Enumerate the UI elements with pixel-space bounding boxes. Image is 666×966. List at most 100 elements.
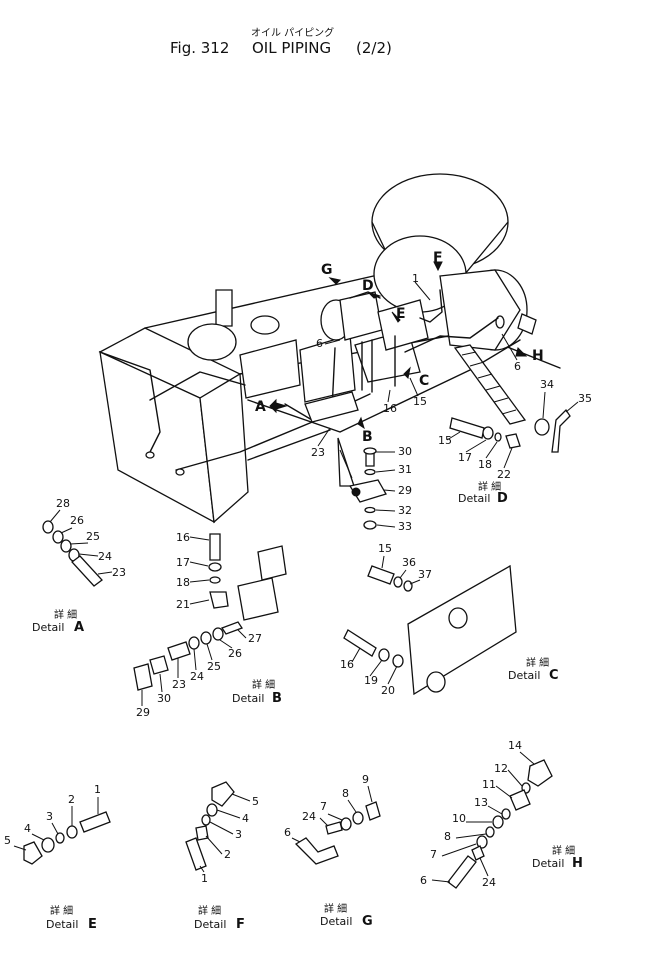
- view-letter-d: D: [362, 278, 374, 294]
- detail-b-part-17: 17: [176, 556, 190, 569]
- detail-h-part-11: 11: [482, 778, 496, 791]
- detail-g-part-7: 7: [320, 800, 327, 813]
- c-part-20: [392, 654, 404, 668]
- pipe-front-upper: [149, 371, 246, 401]
- detail-b-leaders: [141, 536, 247, 706]
- air-cleaner-cap: [250, 315, 280, 335]
- support-leg-hatch: [339, 449, 353, 479]
- washer-32: [364, 506, 376, 514]
- clamp-29-hole: [351, 487, 361, 497]
- a-part-26: [52, 530, 64, 544]
- h-part-14-elbow: [527, 759, 553, 787]
- pipe-end-2: [175, 468, 185, 476]
- view-letter-g: G: [321, 262, 333, 278]
- detail-b-part-24: 24: [190, 670, 204, 683]
- h-part-8: [485, 826, 495, 838]
- f-part-1-tube: [185, 837, 207, 871]
- detail-c: 15 36 37 16 19 20 詳 細 Detail C: [340, 542, 559, 697]
- sleeve-17: [482, 426, 494, 440]
- detail-d-part-22: 22: [497, 468, 511, 481]
- c-part-19: [378, 648, 390, 662]
- detail-d-leaders-b: [446, 391, 579, 469]
- view-arrow-c: [403, 366, 411, 380]
- nut-33: [363, 520, 377, 530]
- h-part-6-tube: [447, 855, 477, 889]
- detail-a-part-24: 24: [98, 550, 112, 563]
- detail-d-part-17: 17: [458, 451, 472, 464]
- detail-e-jp: 詳 細: [50, 904, 73, 917]
- detail-d-part-35: 35: [578, 392, 592, 405]
- main-leader-lines: [317, 281, 518, 447]
- main-part-16: 16: [383, 402, 397, 415]
- view-arrow-a: [269, 398, 288, 414]
- detail-h-leaders: [431, 751, 535, 883]
- b-part-26: [212, 627, 224, 641]
- main-assembly-view: A B C D E F G H 1 6 6 23 16 15: [98, 173, 561, 524]
- detail-h-part-13: 13: [474, 796, 488, 809]
- detail-g-jp: 詳 細: [324, 902, 347, 915]
- cap-34: [534, 418, 550, 436]
- h-part-11: [509, 789, 531, 811]
- detail-c-part-37: 37: [418, 568, 432, 581]
- detail-h-part-14: 14: [508, 739, 522, 752]
- h-part-13: [501, 808, 511, 820]
- detail-a-letter: A: [74, 620, 84, 635]
- detail-e-part-3: 3: [46, 810, 53, 823]
- strap-35: [551, 408, 571, 453]
- tank-port: [495, 315, 505, 329]
- detail-a-part-28: 28: [56, 497, 70, 510]
- c-panel-hole-2: [426, 671, 446, 693]
- b-part-21-elbow: [209, 591, 229, 609]
- a-part-28: [42, 520, 54, 534]
- detail-g: 9 8 7 24 6 詳 細 Detail G: [284, 773, 381, 929]
- front-box-side: [199, 372, 249, 524]
- detail-g-part-9: 9: [362, 773, 369, 786]
- detail-c-part-15: 15: [378, 542, 392, 555]
- e-part-1-tube: [79, 811, 111, 833]
- frame-rail-lower: [247, 429, 331, 461]
- b-part-24: [188, 636, 200, 650]
- a-part-25: [60, 539, 72, 553]
- sheet-indicator: (2/2): [356, 39, 392, 57]
- view-arrow-b: [357, 416, 365, 430]
- view-letter-a: A: [255, 399, 266, 415]
- pipe-rear: [404, 317, 499, 353]
- clamp-29: [348, 479, 387, 503]
- figure-header: オイル パイピング Fig. 312 OIL PIPING (2/2): [170, 26, 392, 57]
- main-part-23: 23: [311, 446, 325, 459]
- washer-31: [364, 468, 376, 476]
- detail-b-part-25: 25: [207, 660, 221, 673]
- exhaust-stack: [215, 289, 233, 327]
- ring-18: [494, 432, 502, 442]
- detail-a-part-26: 26: [70, 514, 84, 527]
- detail-e-part-1: 1: [94, 783, 101, 796]
- view-arrow-h: [515, 347, 528, 357]
- detail-d-part-15: 15: [438, 434, 452, 447]
- detail-g-part-6: 6: [284, 826, 291, 839]
- detail-a-part-23: 23: [112, 566, 126, 579]
- detail-d-part-33: 33: [398, 520, 412, 533]
- detail-h-part-8: 8: [444, 830, 451, 843]
- detail-g-word: Detail: [320, 915, 352, 928]
- detail-d: 30 31 29 32 33 15 17 18 22 34 35 詳 細 Det…: [348, 378, 592, 533]
- detail-f-part-5: 5: [252, 795, 259, 808]
- detail-d-letter: D: [497, 491, 508, 506]
- detail-c-part-36: 36: [402, 556, 416, 569]
- g-part-7: [340, 817, 352, 831]
- detail-a: 28 26 25 24 23 詳 細 Detail A: [32, 497, 126, 635]
- fitting-22: [505, 433, 521, 449]
- title-japanese: オイル パイピング: [251, 26, 334, 39]
- detail-c-letter: C: [549, 668, 559, 683]
- b-part-25: [200, 631, 212, 645]
- frame-rail-front: [247, 339, 521, 433]
- detail-a-jp: 詳 細: [54, 608, 77, 621]
- detail-h-part-7: 7: [430, 848, 437, 861]
- main-part-1: 1: [412, 272, 419, 285]
- c-panel: [407, 564, 517, 696]
- detail-f-leaders: [199, 793, 251, 873]
- detail-a-leaders: [49, 509, 113, 575]
- f-part-5-elbow: [211, 781, 235, 807]
- h-part-7: [476, 835, 488, 849]
- pipe-f: [419, 289, 443, 323]
- view-letter-h: H: [532, 348, 544, 364]
